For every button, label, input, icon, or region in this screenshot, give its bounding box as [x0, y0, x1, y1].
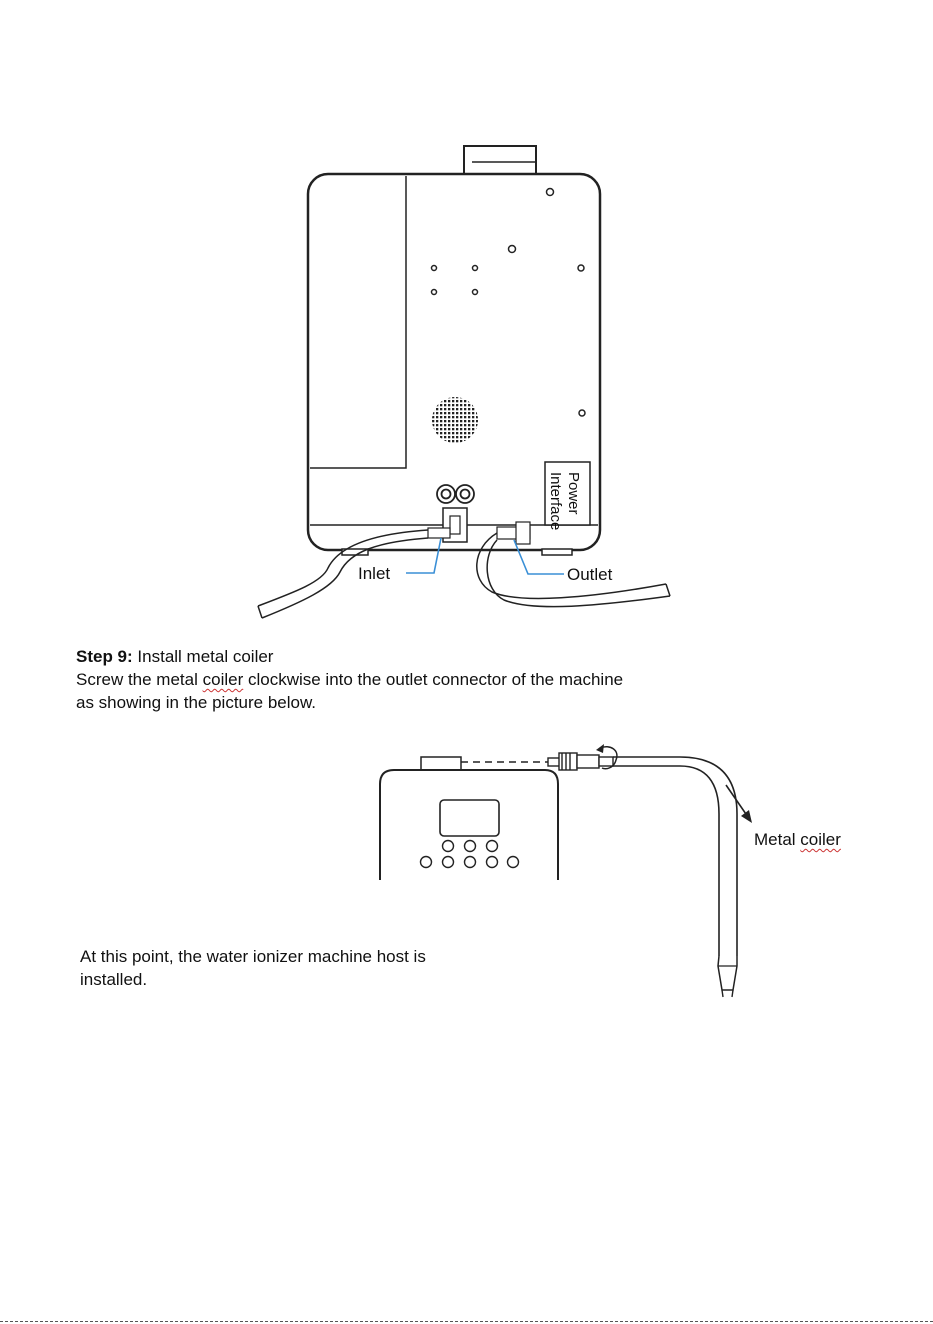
step-title: Step 9: Install metal coiler [76, 645, 273, 668]
conclusion-line2: installed. [80, 968, 426, 991]
conclusion-line1: At this point, the water ionizer machine… [80, 945, 426, 968]
display-screen [440, 800, 499, 836]
coiler-tip [718, 956, 737, 990]
mounting-tab [464, 146, 536, 174]
step-body-line1: Screw the metal coiler clockwise into th… [76, 668, 623, 691]
metal-coiler-label: Metal coiler [754, 830, 841, 850]
page-bottom-rule [0, 1321, 933, 1322]
outlet-label: Outlet [567, 565, 612, 585]
coiler-connector [548, 753, 613, 770]
speaker-grille [432, 397, 478, 443]
inlet-label: Inlet [358, 564, 390, 584]
power-interface-label: Power Interface [534, 472, 582, 552]
step-number: Step 9: [76, 647, 133, 666]
conclusion-text: At this point, the water ionizer machine… [80, 945, 426, 991]
step-name: Install metal coiler [137, 647, 273, 666]
